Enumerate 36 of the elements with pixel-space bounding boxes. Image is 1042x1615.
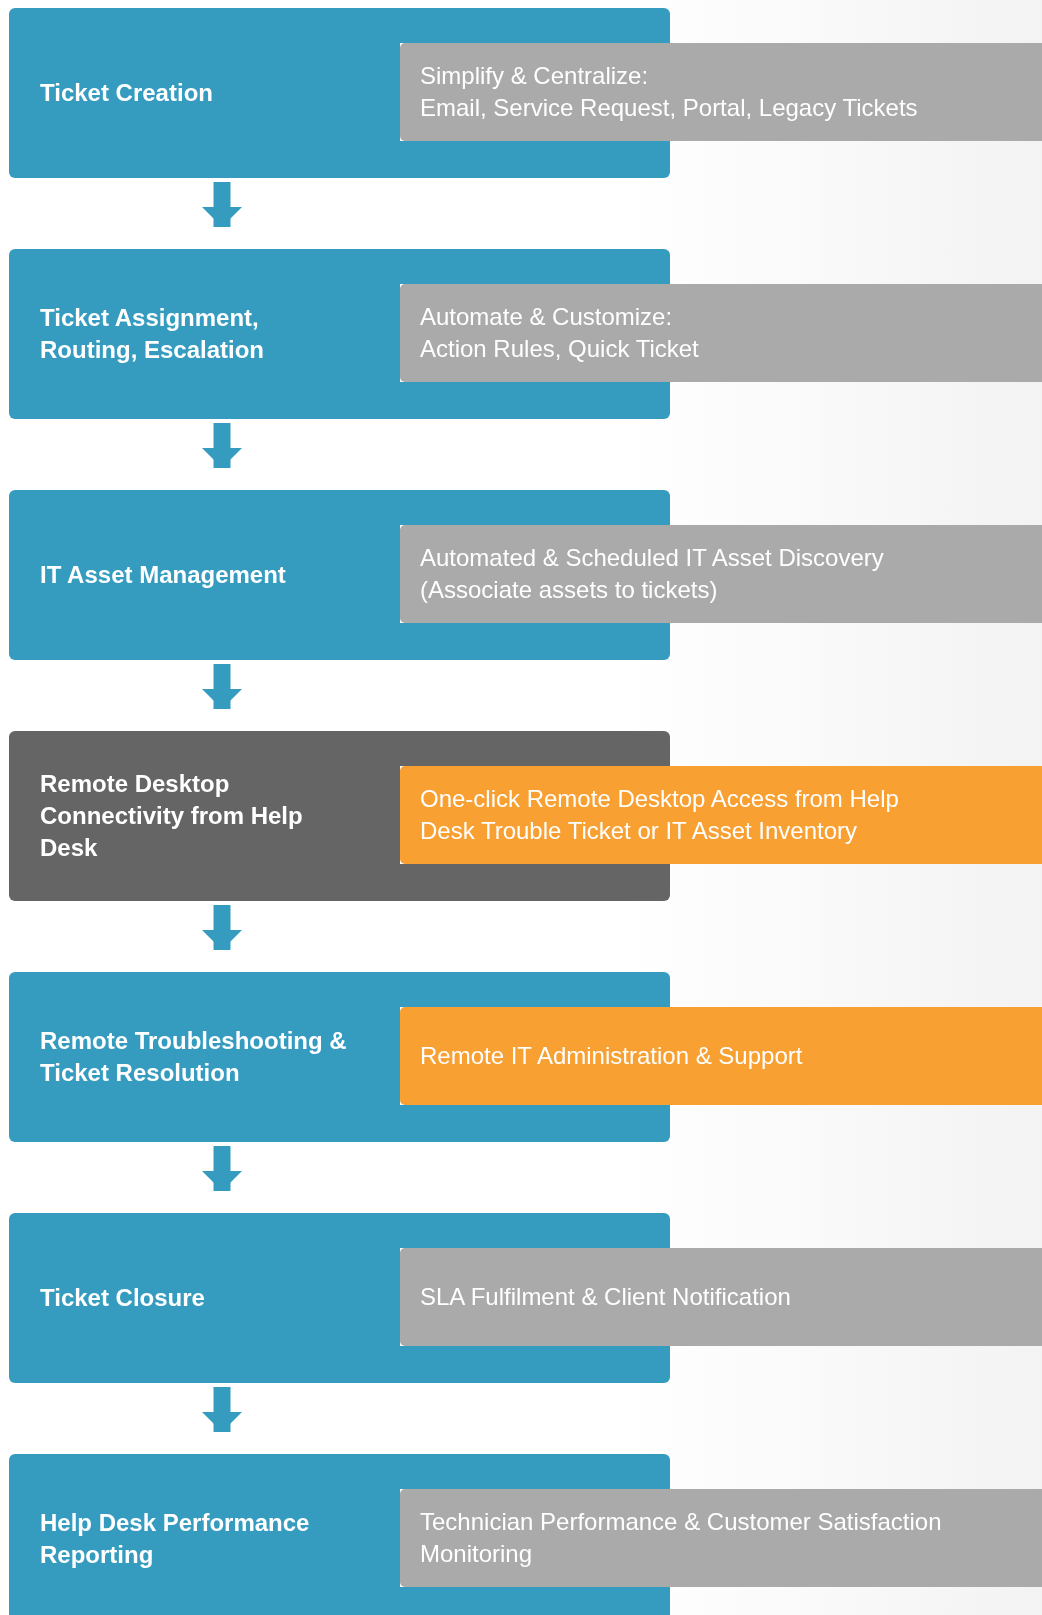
step-title: Help Desk Performance Reporting xyxy=(40,1508,311,1570)
feature-text: Automate & Customize: xyxy=(420,302,673,332)
step-title: IT Asset Management xyxy=(40,560,286,590)
step-title: Remote Troubleshooting & Ticket Resolution xyxy=(40,1026,348,1088)
feature-text: Automated & Scheduled IT Asset Discovery (Associate assets to tickets) xyxy=(420,543,885,605)
process-box xyxy=(9,731,400,901)
feature-box xyxy=(400,525,1042,623)
step-title: Remote Desktop Connectivity from Help Desk xyxy=(40,769,304,863)
feature-box xyxy=(400,766,1042,864)
feature-box xyxy=(400,1248,1042,1346)
feature-text: SLA Fulfilment & Client Notification xyxy=(420,1282,791,1312)
feature-box xyxy=(400,43,1042,141)
process-box xyxy=(9,1213,400,1383)
process-box xyxy=(9,1454,400,1615)
process-box xyxy=(9,490,400,660)
process-box xyxy=(9,8,400,178)
feature-box xyxy=(400,1489,1042,1587)
down-arrow xyxy=(202,423,242,468)
down-arrow xyxy=(202,182,242,227)
feature-text: One-click Remote Desktop Access from Help Desk Trouble Ticket or IT Asset Inventory xyxy=(420,784,900,846)
feature-text: Email, Service Request, Portal, Legacy Tickets xyxy=(420,93,918,123)
down-arrow xyxy=(202,1146,242,1191)
feature-text: Remote IT Administration & Support xyxy=(420,1041,803,1071)
process-box xyxy=(9,249,400,419)
step-title: Ticket Creation xyxy=(40,78,213,108)
feature-text: Simplify & Centralize: xyxy=(420,61,649,91)
step-title: Ticket Assignment, Routing, Escalation xyxy=(40,303,265,365)
step-title: Ticket Closure xyxy=(40,1283,205,1313)
process-box xyxy=(9,972,400,1142)
feature-text: Action Rules, Quick Ticket xyxy=(420,334,699,364)
feature-box xyxy=(400,284,1042,382)
feature-box xyxy=(400,1007,1042,1105)
down-arrow xyxy=(202,905,242,950)
feature-text: Technician Performance & Customer Satisfaction Monitoring xyxy=(420,1507,943,1569)
down-arrow xyxy=(202,1387,242,1432)
down-arrow xyxy=(202,664,242,709)
